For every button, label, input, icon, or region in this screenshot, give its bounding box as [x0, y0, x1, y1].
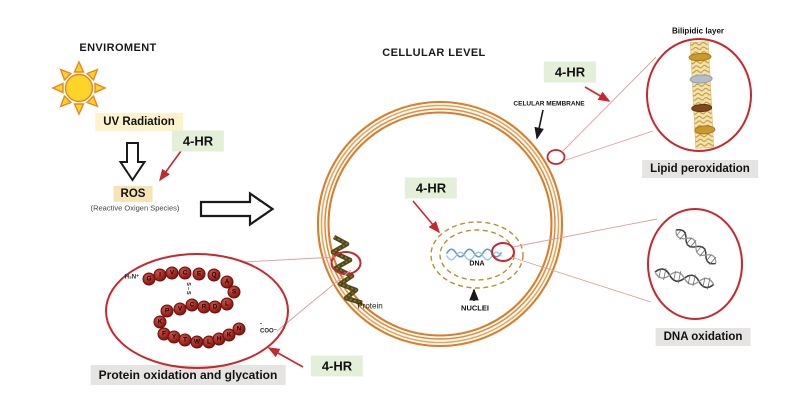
down-block-arrow: [118, 142, 147, 182]
protein-label: Protein: [357, 301, 383, 311]
disulfide-bond-label: S–S: [185, 282, 191, 296]
right-block-arrow: [199, 191, 275, 227]
red-arrows: [159, 86, 611, 368]
ros-badge: ROS: [113, 186, 153, 202]
bilipidic-layer-inset: [646, 38, 752, 152]
amino-acid: C: [185, 298, 199, 312]
n-terminus-label: H₃N⁺: [124, 274, 140, 281]
bilipidic-layer-label: Bilipidic layer: [671, 26, 725, 36]
cellular-membrane-label: CELULAR MEMBRANE: [513, 100, 585, 108]
uv-radiation-badge: UV Radiation: [95, 113, 183, 131]
dna-oxidation-inset: [647, 208, 743, 320]
amino-acid: Q: [207, 268, 221, 282]
hr-badge-membrane: 4-HR: [543, 61, 597, 83]
amino-acid: L: [220, 297, 234, 311]
amino-acid: A: [220, 275, 234, 289]
amino-acid: V: [173, 302, 187, 316]
amino-acid: S: [227, 285, 241, 299]
amino-acid: C: [178, 266, 192, 280]
amino-acid: P: [160, 304, 174, 318]
protein-chain-inset: H₃N⁺ -COO⁻ S–S G I V C E Q A S L D R C V…: [105, 253, 289, 369]
amino-acid: N: [232, 322, 246, 336]
amino-acid: K: [222, 328, 236, 342]
hr-badge-nucleus: 4-HR: [404, 177, 458, 199]
nuclei-label: NUCLEI: [461, 303, 489, 313]
membrane-zoom-circle: [546, 149, 566, 165]
c-terminus-label: -COO⁻: [260, 321, 277, 335]
cell-membrane-circle: [316, 100, 564, 348]
amino-acid: T: [178, 333, 192, 347]
nucleus-envelope: [430, 221, 524, 289]
amino-acid: I: [153, 268, 167, 282]
sun-icon: [51, 60, 107, 116]
hr-badge-uv: 4-HR: [171, 130, 225, 152]
amino-acid: R: [197, 300, 211, 314]
amino-acid: V: [165, 266, 179, 280]
environment-title: ENVIROMENT: [79, 42, 157, 54]
amino-acid: E: [192, 267, 206, 281]
dna-zoom-circle: [491, 242, 515, 262]
magnifier-fan-lines: [242, 56, 658, 332]
lipid-peroxidation-label: Lipid peroxidation: [642, 160, 758, 178]
cellular-level-title: CELLULAR LEVEL: [382, 47, 486, 59]
hr-badge-protein: 4-HR: [310, 355, 364, 377]
dna-label: DNA: [469, 260, 485, 268]
protein-oxidation-label: Protein oxidation and glycation: [90, 365, 286, 385]
ros-subtitle: (Reactive Oxigen Species): [90, 203, 180, 213]
protein-zigzag: [330, 234, 363, 306]
dna-oxidation-label: DNA oxidation: [655, 328, 751, 346]
black-arrows: [469, 109, 544, 301]
